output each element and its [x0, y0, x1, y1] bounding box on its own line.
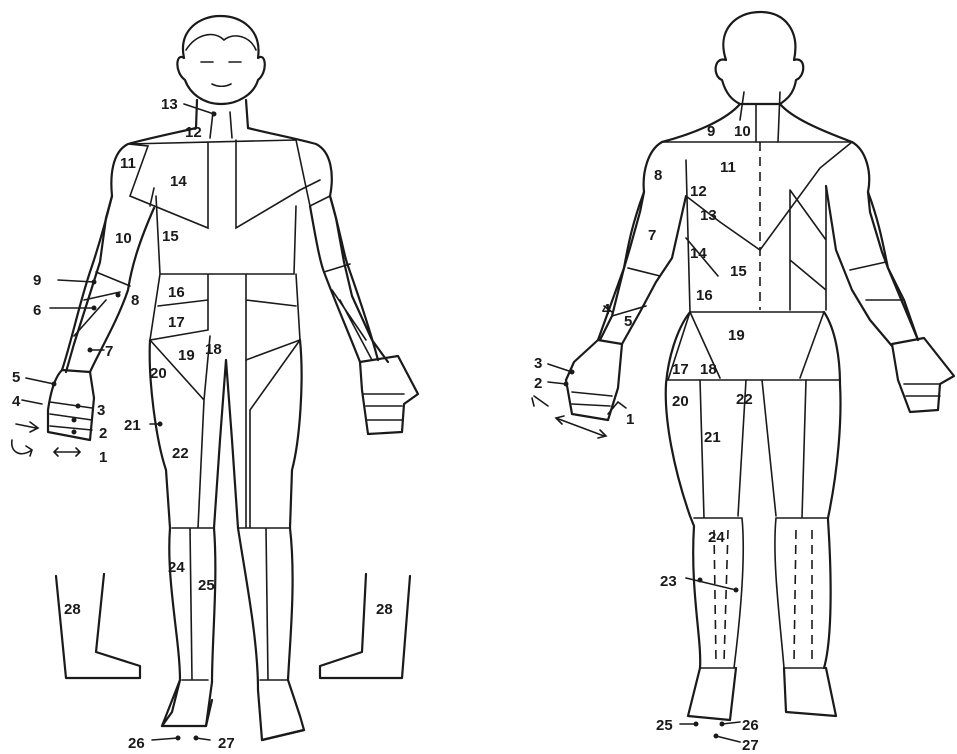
front-foot-inset-left	[56, 574, 140, 678]
back-leg-lines	[694, 380, 828, 668]
back-label-18: 18	[700, 361, 717, 378]
back-label-11: 11	[720, 159, 736, 176]
front-label-11: 11	[120, 155, 136, 172]
front-right-fingers	[364, 394, 404, 420]
front-foot-inset-right	[320, 574, 410, 678]
front-label-16: 16	[168, 284, 185, 301]
front-label-21: 21	[124, 417, 141, 434]
back-label-23: 23	[660, 573, 677, 590]
front-label-18: 18	[205, 341, 222, 358]
back-label-4: 4	[602, 301, 611, 318]
back-label-9: 9	[707, 123, 715, 140]
front-label-19: 19	[178, 347, 195, 364]
front-label-20: 20	[150, 365, 167, 382]
front-torso-outline	[66, 128, 388, 372]
front-head	[177, 16, 264, 104]
front-right-hand	[360, 356, 418, 434]
front-label-22: 22	[172, 445, 189, 462]
front-label-2: 2	[99, 425, 107, 442]
back-torso-outline	[600, 104, 918, 340]
front-arrow-curve	[12, 440, 32, 456]
back-label-2: 2	[534, 375, 542, 392]
back-right-arm	[826, 186, 918, 346]
back-label-19: 19	[728, 327, 745, 344]
back-label-1: 1	[626, 411, 634, 428]
back-label-22: 22	[736, 391, 753, 408]
back-label-12: 12	[690, 183, 707, 200]
back-figure	[532, 12, 954, 742]
back-label-24: 24	[708, 529, 725, 546]
front-pointers	[22, 104, 217, 741]
back-left-arm	[598, 192, 686, 344]
back-right-fingers	[904, 384, 940, 396]
back-label-20: 20	[672, 393, 689, 410]
back-label-21: 21	[704, 429, 721, 446]
back-label-16: 16	[696, 287, 713, 304]
front-label-10: 10	[115, 230, 132, 247]
front-label-1: 1	[99, 449, 107, 466]
back-label-7: 7	[648, 227, 656, 244]
front-label-15: 15	[162, 228, 179, 245]
front-label-14: 14	[170, 173, 187, 190]
back-label-17: 17	[672, 361, 689, 378]
back-hip-outline	[666, 312, 841, 668]
back-label-8: 8	[654, 167, 662, 184]
back-label-25: 25	[656, 717, 673, 734]
front-label-28-left: 28	[64, 601, 81, 618]
front-hair	[186, 35, 256, 50]
front-label-6: 6	[33, 302, 41, 319]
back-right-hand	[892, 338, 954, 412]
back-label-3: 3	[534, 355, 542, 372]
back-label-27: 27	[742, 737, 759, 754]
front-label-24: 24	[168, 559, 185, 576]
front-label-5: 5	[12, 369, 20, 386]
back-lower-lines	[668, 312, 840, 380]
front-right-arm	[310, 196, 378, 362]
front-label-7: 7	[105, 343, 113, 360]
back-right-arm-lines	[850, 262, 904, 300]
front-arrow-double	[54, 448, 80, 456]
front-label-3: 3	[97, 402, 105, 419]
front-figure	[12, 16, 418, 741]
back-left-arm-lines	[612, 268, 660, 316]
back-label-15: 15	[730, 263, 747, 280]
back-label-14: 14	[690, 245, 707, 262]
front-shoulder-lines	[128, 140, 330, 228]
back-calf-dashes	[714, 530, 812, 662]
back-label-26: 26	[742, 717, 759, 734]
front-feet	[162, 680, 304, 740]
front-mouth	[212, 84, 231, 86]
front-label-9: 9	[33, 272, 41, 289]
back-label-5: 5	[624, 313, 632, 330]
front-label-27: 27	[218, 735, 235, 752]
back-labels: 9 10 11 8 12 13 7 14 15 16 4 5 19 3 2 17…	[534, 123, 759, 754]
front-label-13: 13	[161, 96, 178, 113]
front-label-4: 4	[12, 393, 21, 410]
back-head	[716, 12, 804, 104]
front-label-25: 25	[198, 577, 215, 594]
front-label-26: 26	[128, 735, 145, 752]
front-label-28-right: 28	[376, 601, 393, 618]
front-left-fingers	[50, 402, 92, 430]
back-left-fingers	[572, 392, 612, 406]
back-feet	[688, 668, 836, 720]
front-arrow-right	[16, 422, 38, 432]
front-abdomen-lines	[150, 196, 300, 360]
front-label-17: 17	[168, 314, 185, 331]
front-label-12: 12	[185, 124, 202, 141]
front-label-8: 8	[131, 292, 139, 309]
back-label-10: 10	[734, 123, 751, 140]
back-label-13: 13	[700, 207, 717, 224]
